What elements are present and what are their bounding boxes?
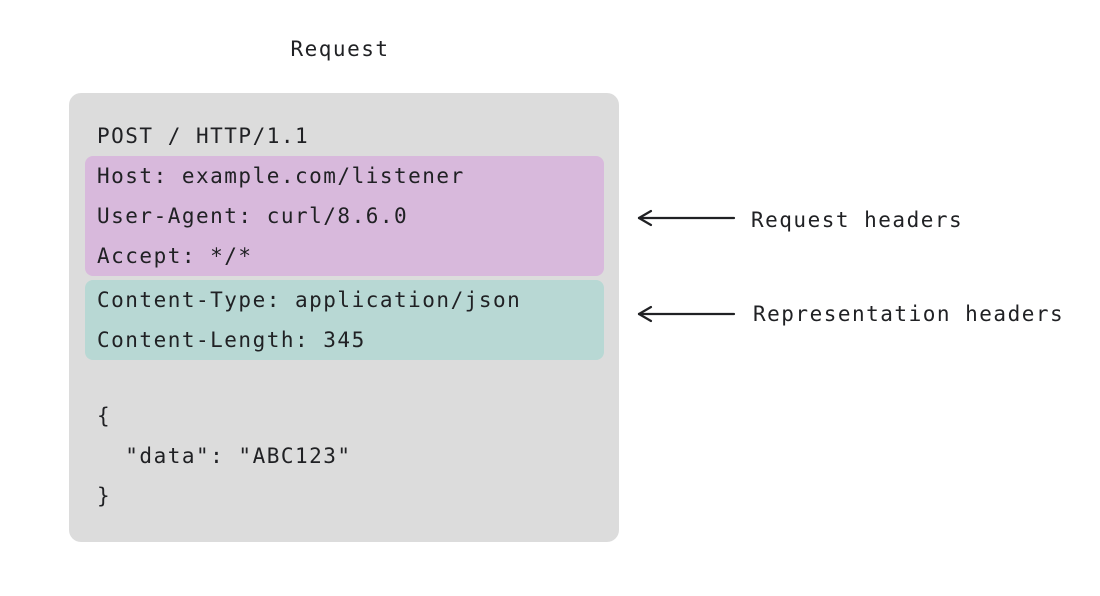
body-line-open-brace: { <box>97 404 112 428</box>
header-line-user-agent: User-Agent: curl/8.6.0 <box>97 204 409 228</box>
header-line-host: Host: example.com/listener <box>97 164 465 188</box>
request-headers-block: Host: example.com/listener User-Agent: c… <box>85 156 604 276</box>
left-arrow-icon <box>637 209 736 227</box>
request-start-line: POST / HTTP/1.1 <box>97 124 310 148</box>
diagram-title: Request <box>290 37 390 61</box>
header-line-content-length: Content-Length: 345 <box>97 328 366 352</box>
request-message-box: POST / HTTP/1.1 Host: example.com/listen… <box>69 93 619 542</box>
body-line-data: "data": "ABC123" <box>97 444 352 468</box>
header-line-accept: Accept: */* <box>97 244 253 268</box>
header-line-content-type: Content-Type: application/json <box>97 288 522 312</box>
representation-headers-block: Content-Type: application/json Content-L… <box>85 280 604 360</box>
request-headers-annotation: Request headers <box>751 208 964 232</box>
request-body-block: { "data": "ABC123" } <box>69 396 619 516</box>
representation-headers-annotation: Representation headers <box>753 302 1065 326</box>
left-arrow-icon <box>637 305 736 323</box>
body-line-close-brace: } <box>97 484 112 508</box>
